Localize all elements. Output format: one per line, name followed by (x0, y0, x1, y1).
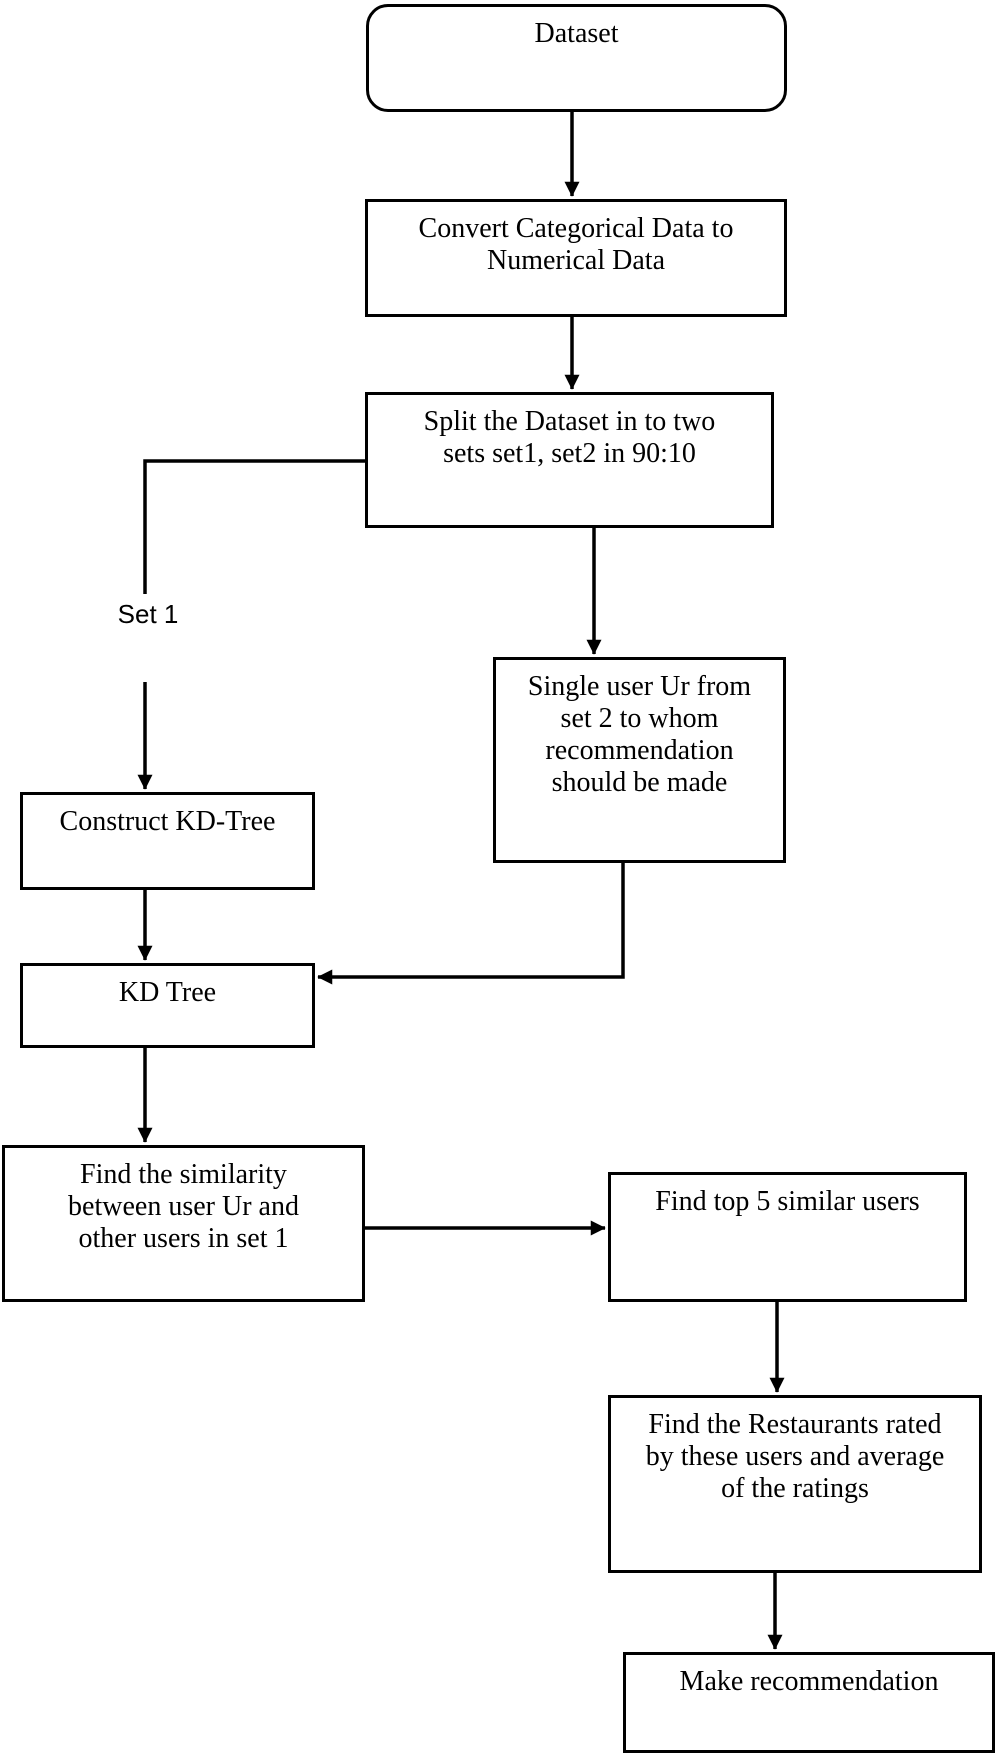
connector-single-user-to-kd-tree (317, 863, 625, 985)
node-dataset-label: Dataset (534, 18, 619, 49)
node-make-recommendation-label: Make recommendation (679, 1666, 939, 1697)
node-convert-categorical-label: Convert Categorical Data to Numerical Da… (418, 213, 734, 276)
node-kd-tree: KD Tree (20, 963, 315, 1048)
node-construct-kd-tree-label: Construct KD-Tree (59, 806, 276, 837)
node-find-similarity: Find the similarity between user Ur and … (2, 1145, 365, 1302)
node-make-recommendation: Make recommendation (623, 1652, 995, 1753)
node-dataset: Dataset (366, 4, 787, 112)
node-split-dataset-label: Split the Dataset in to two sets set1, s… (423, 406, 716, 469)
node-split-dataset: Split the Dataset in to two sets set1, s… (365, 392, 774, 528)
node-convert-categorical: Convert Categorical Data to Numerical Da… (365, 199, 787, 317)
connector-split-to-set1-upper (143, 459, 365, 594)
node-find-similarity-label: Find the similarity between user Ur and … (68, 1159, 299, 1254)
node-construct-kd-tree: Construct KD-Tree (20, 792, 315, 890)
node-find-restaurants-label: Find the Restaurants rated by these user… (645, 1409, 945, 1504)
node-kd-tree-label: KD Tree (118, 977, 217, 1008)
node-find-restaurants: Find the Restaurants rated by these user… (608, 1395, 982, 1573)
node-find-top5-label: Find top 5 similar users (655, 1186, 920, 1217)
edge-label-set-1: Set 1 (103, 600, 193, 629)
node-single-user: Single user Ur from set 2 to whom recomm… (493, 657, 786, 863)
node-single-user-label: Single user Ur from set 2 to whom recomm… (527, 671, 752, 798)
node-find-top5: Find top 5 similar users (608, 1172, 967, 1302)
